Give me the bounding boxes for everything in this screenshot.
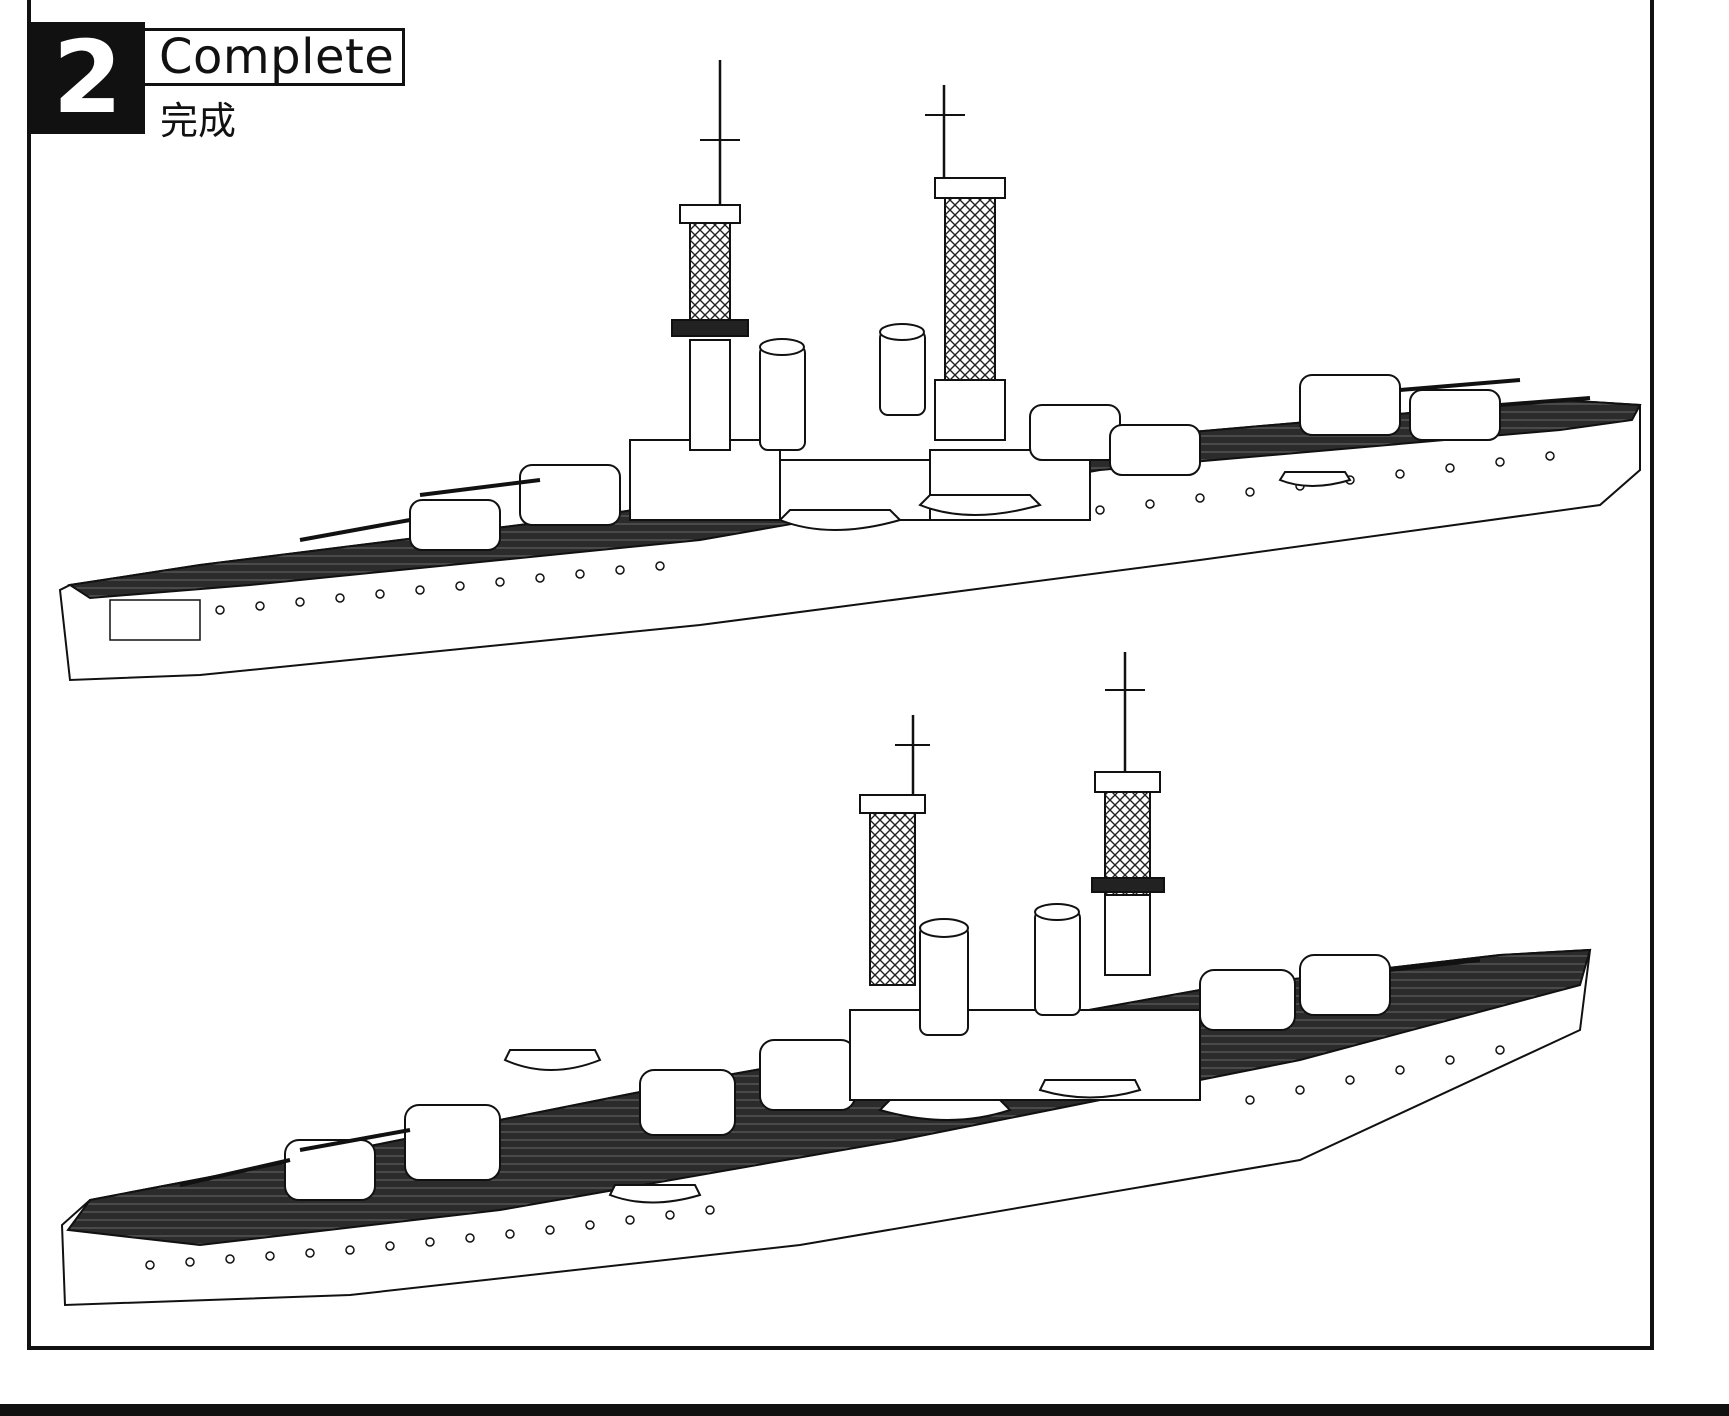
page-bottom-band	[0, 1404, 1729, 1416]
step-title-box: Complete	[145, 28, 405, 86]
step-subtitle-zh: 完成	[160, 99, 237, 143]
battleship-illustration-top	[58, 60, 1642, 682]
battleship-illustration-bottom	[60, 652, 1592, 1307]
step-number-badge: 2	[30, 22, 145, 134]
step-title: Complete	[159, 29, 395, 85]
